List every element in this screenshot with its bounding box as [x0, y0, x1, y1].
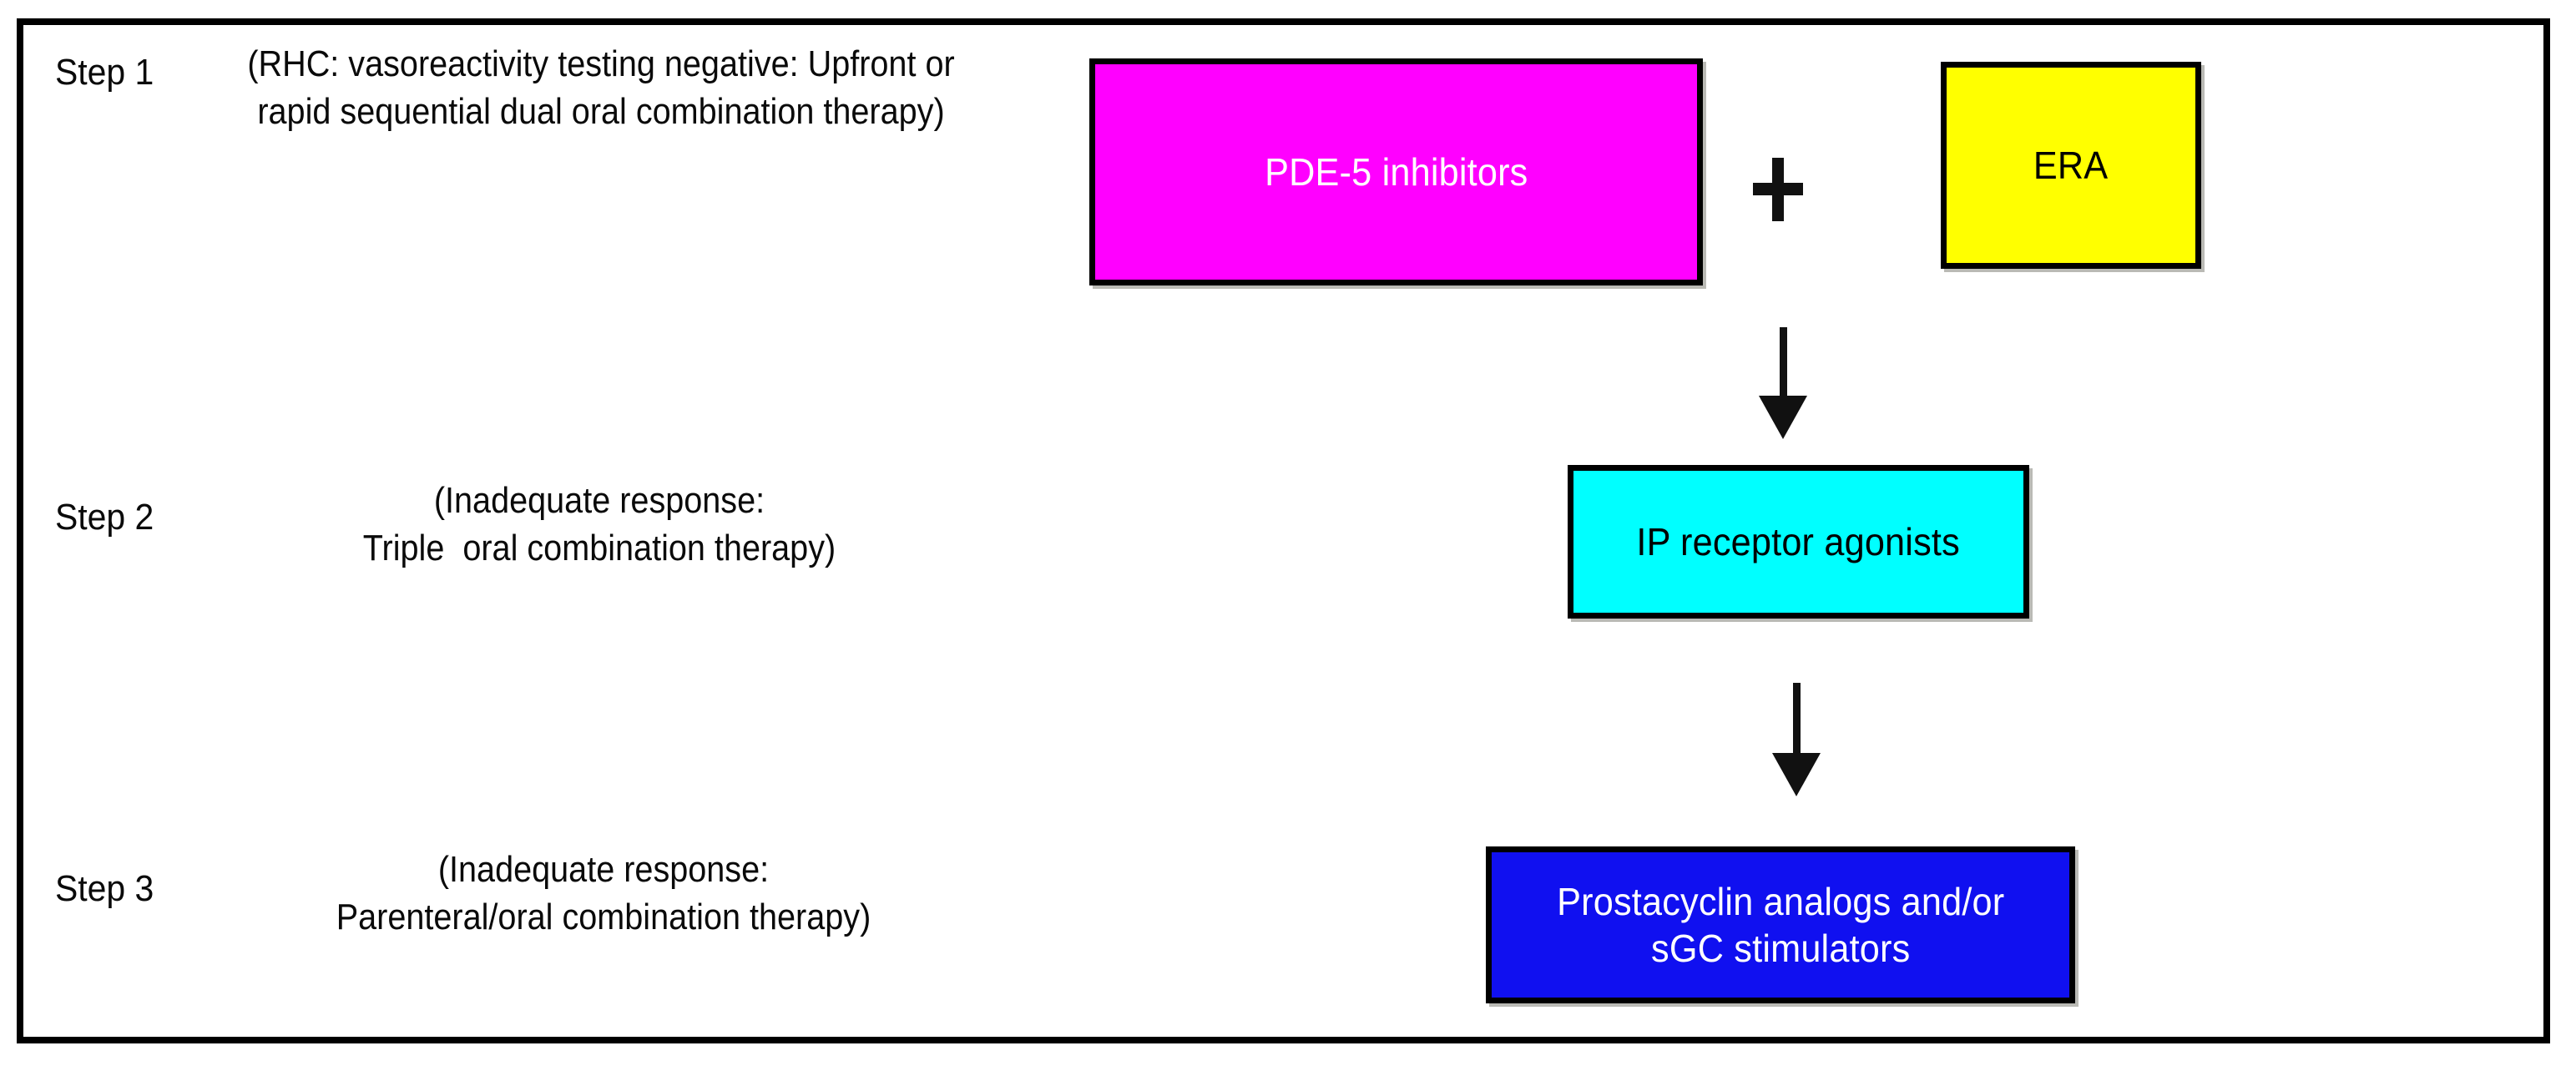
drug-box-prostacyclin-analogs-sgc-stimulators[interactable]: Prostacyclin analogs and/or sGC stimulat…: [1486, 846, 2075, 1003]
step-3-label: Step 3: [55, 868, 154, 909]
step-3-description-line-2: Parenteral/oral combination therapy): [336, 897, 871, 938]
figure-border: [17, 18, 2550, 1043]
arrow-shaft: [1793, 683, 1801, 756]
drug-box-pde5-inhibitors[interactable]: PDE-5 inhibitors: [1089, 58, 1703, 285]
step-1-description-line-1: (RHC: vasoreactivity testing negative: U…: [247, 43, 955, 84]
step-2-description: (Inadequate response: Triple oral combin…: [186, 477, 1013, 572]
down-arrow-icon-step1-to-step2: [1758, 327, 1808, 439]
plus-operator-icon: [1748, 153, 1808, 225]
drug-box-era-line-1: ERA: [2033, 143, 2109, 187]
drug-box-pde5-inhibitors-label: PDE-5 inhibitors: [1265, 149, 1528, 195]
drug-box-era[interactable]: ERA: [1941, 62, 2201, 269]
drug-box-prostacyclin-line-1: Prostacyclin analogs and/or: [1556, 879, 2005, 923]
step-3-description-line-1: (Inadequate response:: [437, 849, 770, 890]
drug-box-era-label: ERA: [2033, 142, 2108, 189]
drug-box-prostacyclin-analogs-sgc-stimulators-label: Prostacyclin analogs and/or sGC stimulat…: [1557, 878, 2004, 972]
arrow-head: [1759, 396, 1807, 439]
drug-box-prostacyclin-line-2: sGC stimulators: [1650, 927, 1911, 970]
arrow-head: [1772, 753, 1821, 796]
drug-box-ip-receptor-agonists-label: IP receptor agonists: [1637, 518, 1961, 565]
step-2-description-line-1: (Inadequate response:: [433, 480, 765, 521]
drug-box-ip-receptor-agonists[interactable]: IP receptor agonists: [1568, 465, 2029, 619]
drug-box-pde5-inhibitors-line-1: PDE-5 inhibitors: [1264, 149, 1528, 194]
arrow-shaft: [1780, 327, 1787, 399]
step-1-description: (RHC: vasoreactivity testing negative: U…: [165, 40, 1037, 135]
step-2-label: Step 2: [55, 497, 154, 538]
step-2-description-line-2: Triple oral combination therapy): [362, 528, 836, 569]
down-arrow-icon-step2-to-step3: [1771, 683, 1821, 796]
step-3-description: (Inadequate response: Parenteral/oral co…: [187, 846, 1021, 941]
step-1-label: Step 1: [55, 52, 154, 93]
step-1-description-line-2: rapid sequential dual oral combination t…: [257, 91, 945, 133]
drug-box-ip-receptor-agonists-line-1: IP receptor agonists: [1636, 519, 1961, 563]
